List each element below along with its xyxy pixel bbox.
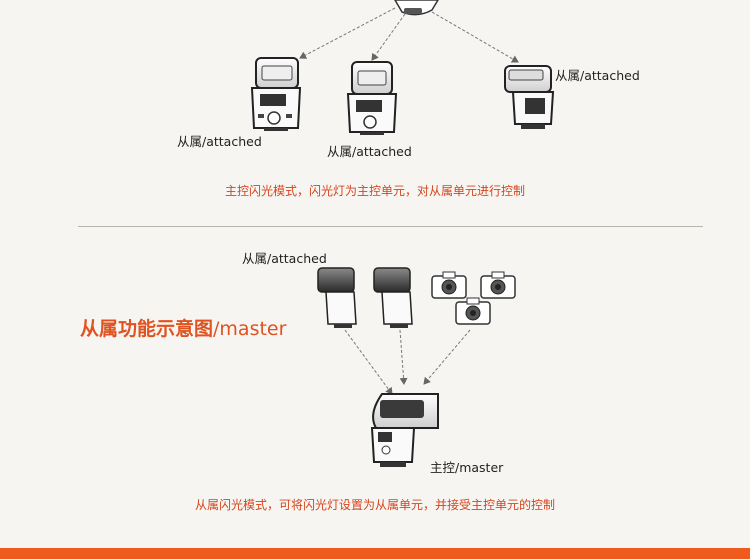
bottom-caption: 从属闪光模式，可将闪光灯设置为从属单元，并接受主控单元的控制 (194, 498, 555, 512)
bottom-accent-bar (0, 548, 750, 559)
top-caption: 主控闪光模式，闪光灯为主控单元，对从属单元进行控制 (224, 184, 525, 198)
slave-label-2: 从属/attached (327, 144, 412, 159)
slave-flash-3-icon (504, 65, 555, 129)
section-divider (78, 226, 703, 227)
slave-flash-1-icon (250, 57, 302, 131)
master-flash-icon (370, 393, 439, 467)
section-title-en: /master (213, 318, 287, 340)
bottom-slave-flash-2-icon (373, 267, 413, 328)
slave-flash-2-icon (346, 61, 398, 135)
camera-1-icon (431, 271, 467, 299)
slave-label-3: 从属/attached (555, 68, 640, 83)
top-arrows (299, 7, 519, 63)
section-title: 从属功能示意图/master (80, 314, 286, 341)
master-label: 主控/master (430, 460, 504, 475)
camera-3-icon (455, 297, 491, 325)
slave-label-1: 从属/attached (177, 134, 262, 149)
camera-2-icon (480, 271, 516, 299)
bottom-slave-label: 从属/attached (242, 251, 327, 266)
section-title-cn: 从属功能示意图 (80, 318, 214, 340)
bottom-slave-flash-1-icon (317, 267, 357, 328)
bottom-arrows (344, 329, 471, 395)
top-master-flash-icon (394, 0, 439, 16)
